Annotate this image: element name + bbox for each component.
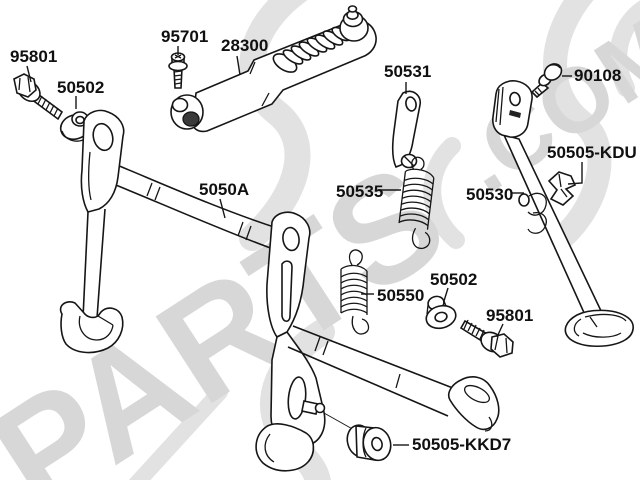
watermark-swoosh — [129, 384, 228, 480]
part-label-50505-kdu: 50505-KDU — [547, 143, 637, 162]
center-stand-drawing — [59, 109, 500, 472]
part-label-50502-bottom: 50502 — [430, 270, 478, 289]
part-label-5050a: 5050A — [199, 180, 250, 199]
part-label-95801-bottom: 95801 — [486, 306, 534, 325]
part-label-50502-top: 50502 — [57, 78, 105, 97]
part-label-50535: 50535 — [336, 182, 384, 201]
part-label-95701: 95701 — [161, 27, 209, 46]
leader-lines — [26, 46, 583, 446]
part-label-50505-kkd7: 50505-KKD7 — [412, 435, 512, 454]
part-label-50531: 50531 — [384, 62, 432, 81]
watermark-swoosh — [543, 0, 612, 250]
rubber-stop-50505-kkd7-drawing — [346, 424, 392, 462]
kick-lever-drawing — [170, 5, 377, 133]
part-label-50550: 50550 — [377, 286, 425, 305]
bolt-95701-drawing — [168, 52, 188, 89]
spring-50535-drawing — [398, 156, 435, 250]
part-label-28300: 28300 — [221, 36, 269, 55]
bolt-90108-drawing — [530, 63, 563, 99]
clamp-50505-kdu-drawing — [547, 171, 577, 206]
spring-50550-drawing — [340, 249, 370, 335]
part-label-50530: 50530 — [466, 185, 514, 204]
part-label-95801-top: 95801 — [10, 47, 58, 66]
flange-bolt-95801-top-drawing — [13, 73, 64, 121]
bushing-50502-bottom-drawing — [425, 295, 457, 330]
hook-bracket-50531-drawing — [391, 90, 422, 169]
part-label-90108: 90108 — [574, 66, 622, 85]
watermark-swoosh — [239, 0, 311, 251]
side-stand-drawing — [492, 80, 634, 348]
